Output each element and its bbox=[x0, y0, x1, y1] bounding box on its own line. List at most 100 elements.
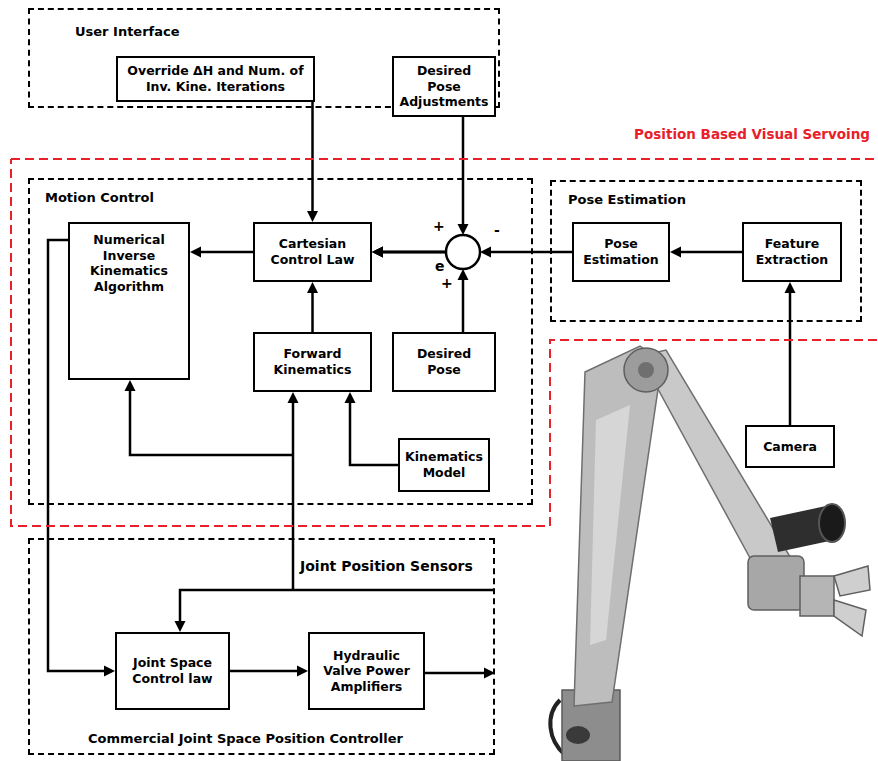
process-box: Pose Estimation bbox=[572, 222, 670, 282]
arrow-head bbox=[670, 247, 681, 258]
connector-line bbox=[789, 292, 792, 425]
arrow-head bbox=[345, 392, 356, 403]
group-heading: User Interface bbox=[75, 24, 180, 40]
arrow-head bbox=[458, 224, 469, 235]
connector-line bbox=[490, 251, 572, 254]
arrow-head bbox=[288, 392, 299, 403]
connector-segment bbox=[307, 102, 318, 222]
box-text: Hydraulic Valve Power Amplifiers bbox=[314, 648, 419, 695]
sign-label: + bbox=[433, 218, 445, 235]
sensor-line bbox=[292, 403, 295, 590]
gripper-body bbox=[800, 576, 834, 616]
process-box: Feature Extraction bbox=[742, 222, 842, 282]
sensor-box: Camera bbox=[745, 425, 835, 468]
connector-line bbox=[462, 117, 465, 225]
box-text: Feature Extraction bbox=[748, 236, 836, 267]
arrow-head bbox=[297, 666, 308, 677]
box-text: Desired Pose bbox=[398, 346, 490, 377]
sensor-line bbox=[130, 391, 293, 455]
connector bbox=[345, 392, 399, 465]
process-box: Cartesian Control Law bbox=[253, 222, 372, 282]
connector-segment bbox=[480, 247, 572, 258]
region-border-line bbox=[11, 159, 877, 526]
base-motor bbox=[566, 726, 590, 744]
arrow-head bbox=[372, 247, 383, 258]
input-box: Override ΔH and Num. of Inv. Kine. Itera… bbox=[116, 56, 315, 102]
connector-segment bbox=[785, 282, 796, 425]
connector-segment bbox=[345, 392, 399, 465]
connector-segment bbox=[307, 282, 318, 332]
elbow-pin bbox=[638, 362, 654, 378]
connector-segment bbox=[458, 117, 469, 235]
box-text: Desired Pose Adjustments bbox=[398, 63, 490, 110]
connector-segment bbox=[372, 247, 446, 258]
summing-junction bbox=[446, 235, 480, 269]
group-heading: Commercial Joint Space Position Controll… bbox=[88, 731, 403, 747]
gripper-jaw bbox=[834, 566, 870, 596]
arrow-head bbox=[307, 211, 318, 222]
camera-lens bbox=[819, 504, 845, 542]
group-panel: Pose EstimationPose EstimationFeature Ex… bbox=[550, 180, 862, 322]
wrist bbox=[748, 556, 804, 610]
elbow-joint bbox=[624, 348, 668, 392]
connector-segment bbox=[372, 247, 446, 258]
arrow-head bbox=[190, 247, 201, 258]
process-box: Kinematics Model bbox=[398, 438, 490, 492]
box-text: Cartesian Control Law bbox=[259, 236, 366, 267]
arrow-head bbox=[458, 269, 469, 280]
connector-segment bbox=[670, 247, 742, 258]
arrow-head bbox=[125, 380, 136, 391]
connector bbox=[190, 247, 253, 258]
box-text: Override ΔH and Num. of Inv. Kine. Itera… bbox=[122, 63, 309, 94]
sign-label: - bbox=[494, 222, 500, 239]
connector-line bbox=[311, 102, 314, 212]
arrow-head bbox=[785, 282, 796, 293]
process-box: Desired Pose bbox=[392, 332, 496, 392]
sensor-line bbox=[180, 590, 495, 621]
connector-segment bbox=[190, 247, 253, 258]
output-line bbox=[425, 672, 484, 675]
arrow-head bbox=[175, 621, 186, 632]
connector bbox=[785, 282, 796, 425]
connector-line bbox=[382, 251, 446, 254]
group-panel: User InterfaceOverride ΔH and Num. of In… bbox=[28, 8, 500, 108]
connector bbox=[372, 247, 469, 333]
arrow-head bbox=[480, 247, 491, 258]
connector bbox=[307, 102, 318, 222]
connector bbox=[307, 282, 318, 332]
connector bbox=[372, 117, 469, 258]
box-text: Kinematics Model bbox=[404, 449, 484, 480]
upper-arm bbox=[574, 346, 662, 706]
group-panel: Motion ControlNumerical Inverse Kinemati… bbox=[28, 178, 533, 505]
process-box: Forward Kinematics bbox=[253, 332, 372, 392]
signal-label: Joint Position Sensors bbox=[300, 558, 473, 575]
input-box: Desired Pose Adjustments bbox=[392, 56, 496, 117]
box-text: Joint Space Control law bbox=[121, 655, 224, 686]
connector-line bbox=[382, 251, 446, 254]
region-outline: Position Based Visual ServoingMotion Con… bbox=[10, 158, 878, 528]
box-text: Camera bbox=[751, 439, 829, 455]
connector-line bbox=[350, 402, 398, 465]
connector-line bbox=[311, 292, 314, 332]
connector-line bbox=[680, 251, 742, 254]
robot-arm bbox=[550, 346, 870, 761]
group-heading: Motion Control bbox=[45, 190, 154, 206]
process-box: Joint Space Control law bbox=[115, 632, 230, 710]
box-text: Forward Kinematics bbox=[259, 346, 366, 377]
arrow-head bbox=[372, 247, 383, 258]
group-heading: Pose Estimation bbox=[568, 192, 686, 208]
connector-segment bbox=[230, 666, 308, 677]
process-box: Hydraulic Valve Power Amplifiers bbox=[308, 632, 425, 710]
arrow-head bbox=[104, 666, 115, 677]
sign-label: e bbox=[435, 258, 445, 275]
junction-circle bbox=[446, 235, 480, 269]
arrow-head bbox=[307, 282, 318, 293]
connector bbox=[372, 247, 572, 258]
sign-label: + bbox=[441, 275, 453, 292]
connector bbox=[230, 666, 308, 677]
arm-highlight bbox=[590, 405, 630, 645]
connector-line bbox=[200, 251, 253, 254]
box-text: Pose Estimation bbox=[578, 236, 664, 267]
process-box: Numerical Inverse Kinematics Algorithm bbox=[68, 222, 190, 380]
connector bbox=[670, 247, 742, 258]
